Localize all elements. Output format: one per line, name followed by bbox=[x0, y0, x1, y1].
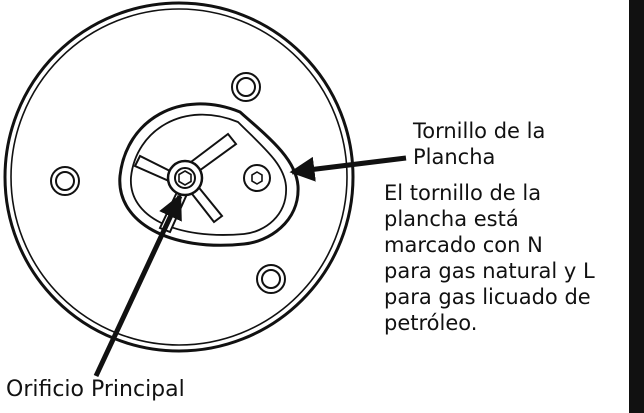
orifice-leader-arrow bbox=[93, 193, 183, 378]
plate-screw bbox=[243, 164, 271, 192]
mounting-boss-left bbox=[50, 166, 80, 196]
plate-screw-label: Tornillo de la Plancha bbox=[413, 119, 546, 169]
burner-outer-rim bbox=[10, 8, 348, 346]
mounting-boss-top bbox=[231, 72, 261, 102]
plate-screw-description: El tornillo de la plancha está marcado c… bbox=[384, 181, 595, 335]
page-edge-bar bbox=[629, 0, 644, 413]
main-orifice bbox=[166, 159, 204, 197]
mounting-boss-bottom bbox=[256, 264, 286, 294]
screw-leader-arrow bbox=[289, 155, 407, 182]
main-orifice-label: Orificio Principal bbox=[6, 377, 185, 402]
